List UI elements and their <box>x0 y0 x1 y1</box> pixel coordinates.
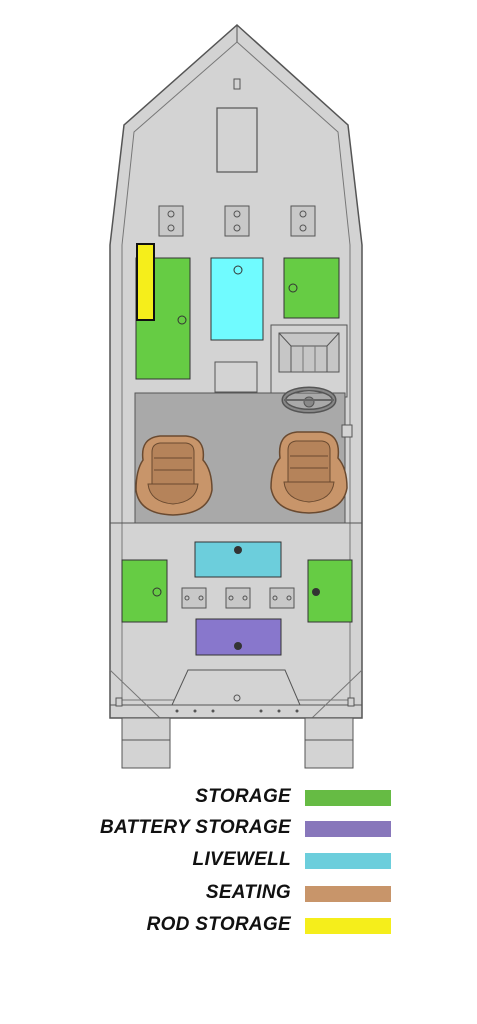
pedestal-base-front-left <box>158 205 184 237</box>
legend-item-seating: SEATING <box>0 876 477 908</box>
rod-storage <box>136 243 155 321</box>
legend-label: LIVEWELL <box>192 849 291 870</box>
storage-rear-left <box>121 559 168 623</box>
bow-hatch <box>216 107 258 173</box>
legend-swatch <box>305 853 391 869</box>
pedestal-base-front-center <box>224 205 250 237</box>
legend-item-livewell: LIVEWELL <box>0 843 477 875</box>
steering-console <box>270 324 348 398</box>
stern-cleat-left-icon <box>115 697 123 707</box>
legend-label: ROD STORAGE <box>146 914 291 935</box>
stern-cleat-right-icon <box>347 697 355 707</box>
seat-right <box>270 431 348 514</box>
sponson-left <box>121 717 171 769</box>
legend-item-rod-storage: ROD STORAGE <box>0 908 477 940</box>
legend-swatch <box>305 821 391 837</box>
boat-deck-layout-diagram <box>109 23 363 769</box>
step-box <box>214 361 258 393</box>
legend-item-storage: STORAGE <box>0 780 477 812</box>
legend-swatch <box>305 886 391 902</box>
pedestal-base-front-right <box>290 205 316 237</box>
legend-label: BATTERY STORAGE <box>99 817 291 838</box>
livewell-front <box>210 257 264 341</box>
pedestal-base-rear-center <box>225 587 251 609</box>
legend-swatch <box>305 918 391 934</box>
pedestal-base-rear-right <box>269 587 295 609</box>
storage-front-right <box>283 257 340 319</box>
legend-label: SEATING <box>205 882 291 903</box>
steering-wheel-icon <box>281 386 337 414</box>
bow-cleat-icon <box>233 78 241 90</box>
legend-swatch <box>305 790 391 806</box>
sponson-right <box>304 717 354 769</box>
transom-bolts <box>175 709 299 713</box>
seat-left <box>135 435 213 516</box>
transom-well <box>171 669 301 706</box>
legend-label: STORAGE <box>195 786 291 807</box>
throttle-icon <box>341 424 353 438</box>
pedestal-base-rear-left <box>181 587 207 609</box>
legend-item-battery-storage: BATTERY STORAGE <box>0 811 477 843</box>
